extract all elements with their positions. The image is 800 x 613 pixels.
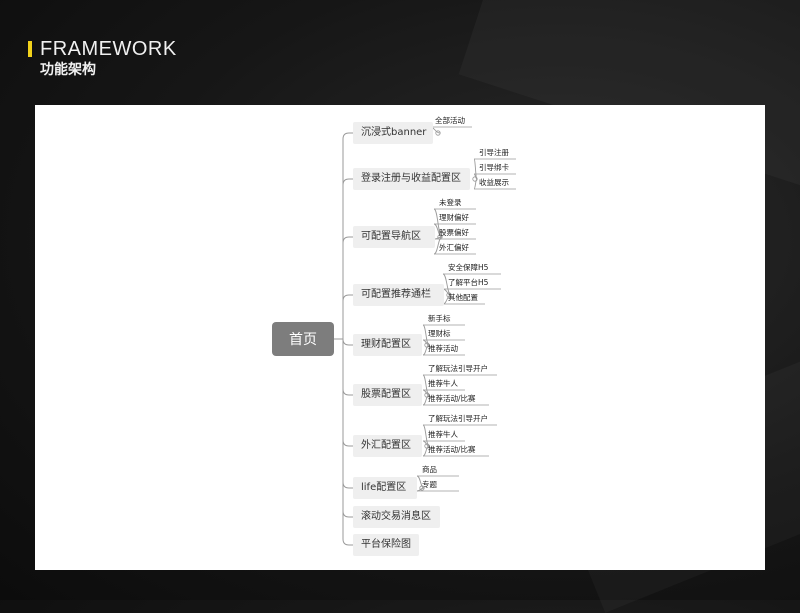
mindmap-leaf[interactable]: 新手标 xyxy=(428,314,451,323)
mindmap-leaf[interactable]: 了解玩法引导开户 xyxy=(428,364,488,373)
mindmap-leaf[interactable]: 外汇偏好 xyxy=(439,243,469,252)
root-node[interactable]: 首页 xyxy=(272,322,334,356)
mindmap-leaf[interactable]: 推荐牛人 xyxy=(428,379,458,388)
mindmap-leaf[interactable]: 了解玩法引导开户 xyxy=(428,414,488,423)
mindmap-leaf[interactable]: 理财偏好 xyxy=(439,213,469,222)
mindmap-leaf[interactable]: 商品 xyxy=(422,465,437,474)
slide-title: FRAMEWORK xyxy=(40,38,177,60)
mindmap-leaf[interactable]: 推荐活动 xyxy=(428,344,458,353)
mindmap-leaf[interactable]: 收益展示 xyxy=(479,178,509,187)
mindmap-leaf[interactable]: 推荐活动/比赛 xyxy=(428,445,476,454)
mindmap-leaf[interactable]: 引导注册 xyxy=(479,148,509,157)
slide-subtitle: 功能架构 xyxy=(40,62,96,78)
mindmap-node[interactable]: 股票配置区 xyxy=(353,384,422,406)
mindmap-node[interactable]: 理财配置区 xyxy=(353,334,422,356)
mindmap-leaf[interactable]: 理财标 xyxy=(428,329,451,338)
mindmap-leaf[interactable]: 推荐活动/比赛 xyxy=(428,394,476,403)
mindmap-node[interactable]: 登录注册与收益配置区 xyxy=(353,168,470,190)
mindmap-leaf[interactable]: 全部活动 xyxy=(435,116,465,125)
mindmap-leaf[interactable]: 推荐牛人 xyxy=(428,430,458,439)
mindmap-leaf[interactable]: 专题 xyxy=(422,480,437,489)
mindmap-leaf[interactable]: 引导绑卡 xyxy=(479,163,509,172)
mindmap-node[interactable]: 沉浸式banner xyxy=(353,122,433,144)
mindmap-leaf[interactable]: 安全保障H5 xyxy=(448,263,489,272)
mindmap-leaf[interactable]: 了解平台H5 xyxy=(448,278,489,287)
mindmap-node[interactable]: 可配置推荐通栏 xyxy=(353,284,444,306)
title-accent-bar xyxy=(28,41,32,57)
mindmap-leaf[interactable]: 未登录 xyxy=(439,198,462,207)
mindmap-leaf[interactable]: 其他配置 xyxy=(448,293,478,302)
mindmap-node[interactable]: 滚动交易消息区 xyxy=(353,506,440,528)
mindmap-node[interactable]: 可配置导航区 xyxy=(353,226,435,248)
mindmap-node[interactable]: 平台保险图 xyxy=(353,534,419,556)
mindmap-leaf[interactable]: 股票偏好 xyxy=(439,228,469,237)
mindmap-node[interactable]: 外汇配置区 xyxy=(353,435,422,457)
mindmap-node[interactable]: life配置区 xyxy=(353,477,417,499)
